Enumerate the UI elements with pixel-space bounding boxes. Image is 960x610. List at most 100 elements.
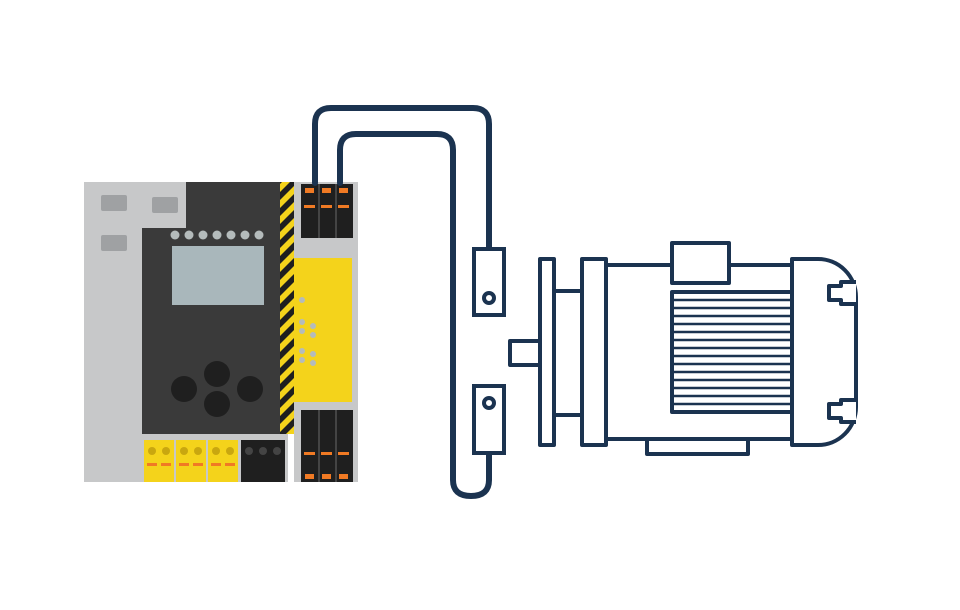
hazard-stripe [280,330,294,352]
connector-pin [322,188,331,193]
hazard-stripe [280,266,294,288]
controller-housing-left [84,182,142,482]
status-led [170,230,180,240]
controller-top-panel [186,182,280,228]
status-led [198,230,208,240]
connector-slot [321,452,332,455]
indicator-dot [299,348,305,354]
indicator-dot [310,323,316,329]
indicator-dot [310,351,316,357]
navigation-buttons [171,361,263,417]
status-led [240,230,250,240]
hazard-stripe [280,182,290,192]
status-led [184,230,194,240]
terminal-block-yellow [208,440,238,482]
indicator-dot [299,328,305,334]
end-cap-clip-top [827,280,856,306]
terminal-slot [147,463,157,466]
status-led [212,230,222,240]
status-led [254,230,264,240]
proximity-sensor-icon [472,247,506,455]
hazard-stripe [280,282,294,304]
hazard-stripe [280,234,294,256]
module-top-connector [301,184,353,238]
hazard-stripe [280,410,294,432]
ethernet-port-1 [101,195,127,211]
terminal-slot [225,463,235,466]
terminal-slot [193,463,203,466]
connector-slot [338,452,349,455]
terminal-screw [245,447,253,455]
terminal-screw [180,447,188,455]
module-indicator-dots [299,297,316,366]
connector-slot [304,205,315,208]
hazard-stripe [286,426,294,434]
connector-slot [304,452,315,455]
connector-pin [305,474,314,479]
nav-button-down [204,391,230,417]
electric-motor-icon [508,241,858,456]
hazard-stripe [280,394,294,416]
connector-body [301,410,353,482]
hazard-stripe [280,218,294,240]
module-bottom-connector [301,410,353,482]
terminal-block-black [241,440,285,482]
indicator-dot [310,360,316,366]
hazard-stripe [280,250,294,272]
hazard-stripe [280,362,294,384]
status-led [226,230,236,240]
display-screen [172,246,264,305]
indicator-dot [299,357,305,363]
hazard-stripe [280,378,294,400]
hazard-stripe [280,298,294,320]
motor-flange-outer [538,257,556,447]
terminal-screw [194,447,202,455]
yellow-terminal-blocks [144,440,238,482]
connector-pin [339,474,348,479]
hazard-stripe [280,314,294,336]
terminal-screw [148,447,156,455]
sensor-upper-mount-hole [482,291,496,305]
cable-outer [312,105,492,252]
end-cap-clip-bottom [827,398,856,424]
connector-pin [322,474,331,479]
terminal-screw [273,447,281,455]
hazard-stripe [280,186,294,208]
terminal-slot [211,463,221,466]
indicator-dot [299,297,305,303]
indicator-dot [299,319,305,325]
motor-terminal-box [670,241,731,285]
nav-button-left [171,376,197,402]
motor-flange-plate [580,257,608,447]
terminal-screw [212,447,220,455]
nav-button-right [237,376,263,402]
hazard-stripe-strip [280,182,294,434]
hazard-stripe [280,202,294,224]
terminal-screw [259,447,267,455]
terminal-screw [162,447,170,455]
terminal-block-yellow [144,440,174,482]
terminal-slot [179,463,189,466]
motor-shaft [508,339,543,367]
motor-flange-hub [552,289,584,417]
terminal-slot [161,463,171,466]
connector-pin [305,188,314,193]
ethernet-port-3 [152,197,178,213]
cooling-fins [672,298,792,406]
cable-inner [337,131,492,499]
terminal-block-yellow [176,440,206,482]
indicator-dot [310,332,316,338]
sensor-lower-mount-hole [482,396,496,410]
sensor-upper [472,247,506,317]
black-terminal-block [241,440,285,482]
cooling-fin-frame [670,290,794,414]
ethernet-port-2 [101,235,127,251]
safety-controller-icon [84,182,358,482]
status-led-row [170,230,264,240]
connector-slot [338,205,349,208]
connector-slot [321,205,332,208]
hazard-stripe [280,346,294,368]
cable-icon [312,105,492,499]
connector-pin [339,188,348,193]
